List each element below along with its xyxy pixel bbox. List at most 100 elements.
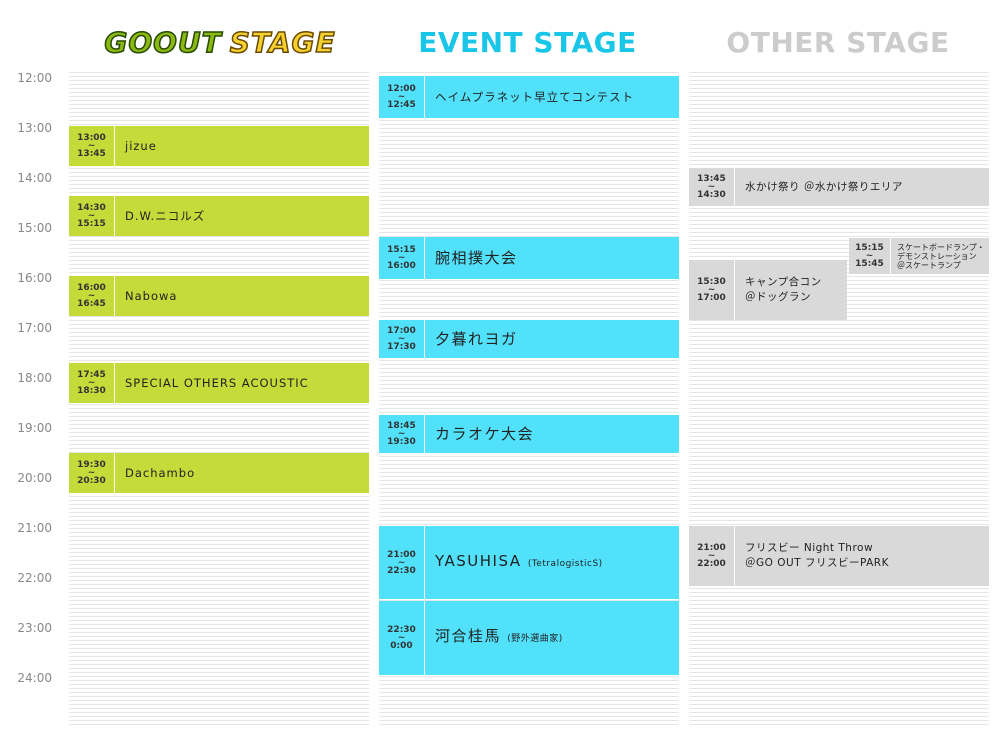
end-time: 17:30 [387,342,416,352]
time-label: 14:00 [17,171,52,185]
start-time: 19:30 [77,460,106,470]
other-stage-item-frisbee[interactable]: 21:00 ~ 22:00 フリスビー Night Throw ＠GO OUT … [689,526,989,586]
event-time: 18:45 ~ 19:30 [379,415,425,453]
time-label: 16:00 [17,271,52,285]
event-stage-item-karaoke[interactable]: 18:45 ~ 19:30 カラオケ大会 [379,415,679,453]
tilde: ~ [87,378,96,388]
event-name: 水かけ祭り ＠水かけ祭りエリア [745,180,903,193]
time-label: 13:00 [17,121,52,135]
event-location: ＠ドッグラン [745,291,811,303]
event-time: 17:00 ~ 17:30 [379,320,425,358]
stage-logo-text: STAGE [229,25,336,60]
event-name: jizue [125,138,157,153]
end-time: 18:30 [77,386,106,396]
event-time: 17:45 ~ 18:30 [69,363,115,403]
event-name-wrap: スケートボードランプ・ デモンストレーション ＠スケートランプ [891,243,985,270]
event-name: Nabowa [125,288,178,303]
event-name-wrap: YASUHISA (TetralogisticS) [425,553,603,572]
event-stage-item-kawai-keima[interactable]: 22:30 ~ 0:00 河合桂馬 (野外選曲家) [379,601,679,675]
tilde: ~ [397,253,406,263]
start-time: 13:45 [697,174,726,184]
end-time: 12:45 [387,100,416,110]
end-time: 14:30 [697,190,726,200]
tilde: ~ [397,557,406,568]
time-label: 21:00 [17,521,52,535]
event-name: SPECIAL OTHERS ACOUSTIC [125,375,309,390]
event-time: 19:30 ~ 20:30 [69,453,115,493]
time-label: 12:00 [17,71,52,85]
tilde: ~ [397,429,406,439]
goout-event-dachambo[interactable]: 19:30 ~ 20:30 Dachambo [69,453,369,493]
start-time: 21:00 [387,549,416,560]
event-time: 13:45 ~ 14:30 [689,168,735,206]
goout-event-special-others[interactable]: 17:45 ~ 18:30 SPECIAL OTHERS ACOUSTIC [69,363,369,403]
event-name: キャンプ合コン [745,276,822,288]
time-label: 24:00 [17,671,52,685]
event-time: 16:00 ~ 16:45 [69,276,115,316]
other-stage-item-skateboard-demo[interactable]: 15:15 ~ 15:45 スケートボードランプ・ デモンストレーション ＠スケ… [849,238,989,274]
event-name: 夕暮れヨガ [435,329,518,348]
end-time: 15:15 [77,219,106,229]
event-name: 河合桂馬 [435,627,502,645]
goout-event-nabowa[interactable]: 16:00 ~ 16:45 Nabowa [69,276,369,316]
event-time: 14:30 ~ 15:15 [69,196,115,236]
tilde: ~ [865,251,874,261]
event-stage-item-yoga[interactable]: 17:00 ~ 17:30 夕暮れヨガ [379,320,679,358]
event-name-wrap: 河合桂馬 (野外選曲家) [425,629,563,647]
end-time: 16:00 [387,261,416,271]
start-time: 15:15 [855,243,884,253]
event-stage-item-arm-wrestling[interactable]: 15:15 ~ 16:00 腕相撲大会 [379,237,679,279]
start-time: 14:30 [77,203,106,213]
event-name-wrap: キャンプ合コン ＠ドッグラン [735,275,822,305]
event-time: 15:30 ~ 17:00 [689,260,735,320]
tilde: ~ [87,211,96,221]
event-time: 15:15 ~ 15:45 [849,238,891,274]
event-name: ヘイムプラネット早立てコンテスト [435,89,635,104]
end-time: 19:30 [387,437,416,447]
event-name: D.W.ニコルズ [125,208,206,223]
event-time: 13:00 ~ 13:45 [69,126,115,166]
goout-event-dw-nicols[interactable]: 14:30 ~ 15:15 D.W.ニコルズ [69,196,369,236]
tilde: ~ [87,141,96,151]
event-name: カラオケ大会 [435,424,535,443]
tilde: ~ [397,633,406,643]
start-time: 17:45 [77,370,106,380]
event-location: ＠スケートランプ [897,260,961,270]
start-time: 15:30 [697,277,726,287]
time-label: 17:00 [17,321,52,335]
time-label: 22:00 [17,571,52,585]
event-time: 21:00 ~ 22:00 [689,526,735,586]
time-label: 23:00 [17,621,52,635]
end-time: 17:00 [697,293,726,303]
event-name-wrap: フリスビー Night Throw ＠GO OUT フリスビーPARK [735,541,889,571]
tilde: ~ [87,291,96,301]
end-time: 0:00 [390,641,413,651]
tilde: ~ [397,334,406,344]
event-stage-item-yasuhisa[interactable]: 21:00 ~ 22:30 YASUHISA (TetralogisticS) [379,526,679,599]
time-label: 20:00 [17,471,52,485]
goout-event-jizue[interactable]: 13:00 ~ 13:45 jizue [69,126,369,166]
time-label: 18:00 [17,371,52,385]
event-name: Dachambo [125,465,196,480]
tilde: ~ [87,468,96,478]
other-stage-item-water-festival[interactable]: 13:45 ~ 14:30 水かけ祭り ＠水かけ祭りエリア [689,168,989,206]
goout-stage-header: GOOUT STAGE [60,22,380,62]
tilde: ~ [707,551,716,561]
start-time: 15:15 [387,245,416,255]
start-time: 13:00 [77,133,106,143]
other-stage-item-camp-gokon[interactable]: 15:30 ~ 17:00 キャンプ合コン ＠ドッグラン [689,260,847,320]
event-subname: (TetralogisticS) [527,558,603,569]
event-name-line2: デモンストレーション [897,251,977,261]
start-time: 22:30 [387,625,416,635]
time-label: 19:00 [17,421,52,435]
event-stage-header: EVENT STAGE [418,25,637,59]
start-time: 17:00 [387,326,416,336]
event-stage-item-heim-planet[interactable]: 12:00 ~ 12:45 ヘイムプラネット早立てコンテスト [379,76,679,118]
event-time: 12:00 ~ 12:45 [379,76,425,118]
start-time: 21:00 [697,543,726,553]
event-time: 15:15 ~ 16:00 [379,237,425,279]
tilde: ~ [397,92,406,102]
tilde: ~ [707,182,716,192]
other-stage-header: OTHER STAGE [726,25,950,59]
end-time: 13:45 [77,149,106,159]
